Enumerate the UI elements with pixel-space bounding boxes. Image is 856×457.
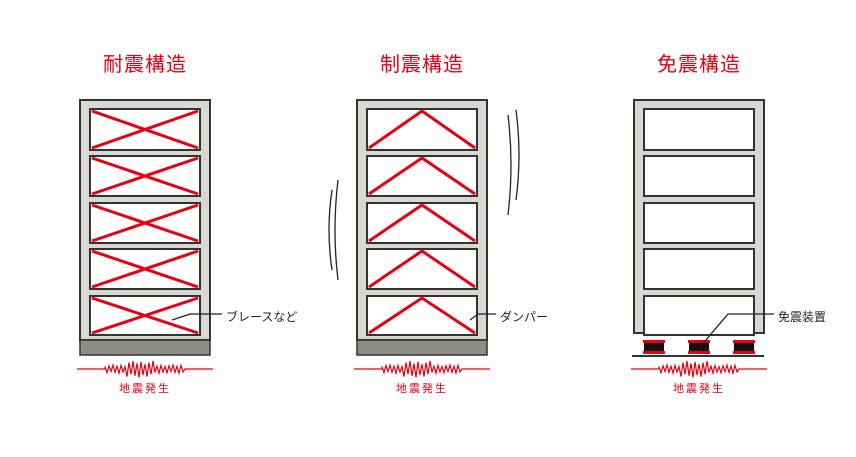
isolator-plate xyxy=(733,351,755,354)
label-damper: ダンパー xyxy=(500,310,549,324)
isolator-plate xyxy=(688,340,710,343)
brace xyxy=(91,296,199,335)
brace xyxy=(91,156,199,196)
label-isolator: 免震装置 xyxy=(778,310,827,324)
title-menshin: 免震構造 xyxy=(657,52,741,76)
sway-line xyxy=(507,114,512,216)
quake-label-1: 地震発生 xyxy=(119,382,171,395)
seismic-wave xyxy=(354,360,490,378)
leader-line-damper xyxy=(469,313,496,321)
title-taishin: 耐震構造 xyxy=(103,52,187,76)
damper xyxy=(368,156,476,196)
quake-label-3: 地震発生 xyxy=(673,382,725,395)
foundation xyxy=(79,339,211,356)
window xyxy=(643,155,755,197)
quake-label-2: 地震発生 xyxy=(396,382,448,395)
brace xyxy=(91,109,199,150)
isolator-bearing xyxy=(689,342,709,352)
window xyxy=(643,202,755,244)
sway-line xyxy=(334,179,339,281)
title-seishin: 制震構造 xyxy=(380,52,464,76)
leader-line-isolator xyxy=(699,313,774,348)
damper xyxy=(368,249,476,289)
seismic-wave xyxy=(77,360,213,378)
window xyxy=(366,108,478,151)
window xyxy=(643,248,755,290)
damper xyxy=(368,296,476,335)
window xyxy=(366,248,478,290)
window xyxy=(366,295,478,336)
label-brace: ブレースなど xyxy=(226,310,298,324)
isolator-bearing xyxy=(644,342,664,352)
isolator-plate xyxy=(643,351,665,354)
brace xyxy=(91,203,199,243)
damper xyxy=(368,109,476,150)
isolator-bearing xyxy=(734,342,754,352)
isolator-plate xyxy=(643,340,665,343)
brace xyxy=(91,249,199,289)
window xyxy=(366,155,478,197)
window xyxy=(643,108,755,151)
window xyxy=(366,202,478,244)
window xyxy=(643,295,755,336)
sway-line xyxy=(515,109,520,201)
seismic-wave xyxy=(631,360,767,378)
leader-line-brace xyxy=(171,313,222,321)
isolator-plate xyxy=(733,340,755,343)
foundation xyxy=(356,339,488,356)
damper xyxy=(368,203,476,243)
sway-line xyxy=(328,189,333,271)
isolator-plate xyxy=(688,351,710,354)
